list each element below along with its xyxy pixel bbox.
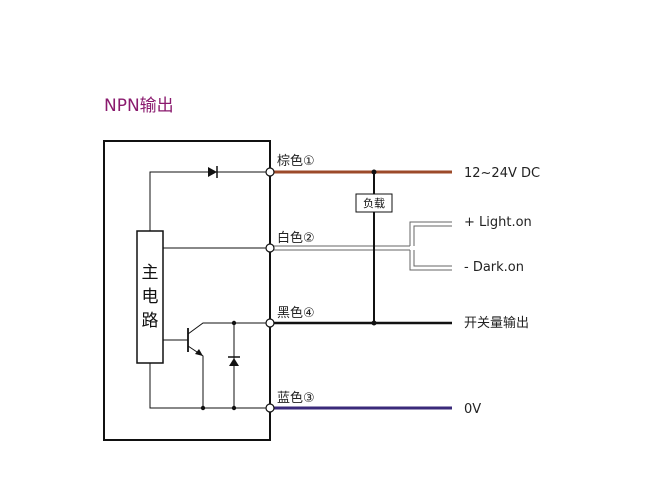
sensor-housing	[103, 140, 271, 441]
internal-blue-line	[149, 363, 270, 409]
terminal-black	[265, 318, 275, 328]
dark-on-bracket-inner	[413, 250, 452, 267]
clamp-diode-icon	[229, 358, 239, 366]
internal-brown-line	[149, 171, 270, 231]
diagram-title: NPN输出	[104, 96, 174, 116]
transistor-collector	[187, 322, 270, 335]
main-circuit-char-1: 主	[142, 263, 159, 283]
terminal-blue	[265, 403, 275, 413]
load-label: 负载	[363, 196, 385, 210]
junction-dot	[231, 405, 237, 411]
terminal-label-brown: 棕色①	[277, 153, 315, 169]
terminal-label-black: 黑色④	[277, 305, 315, 321]
label-power: 12~24V DC	[464, 166, 540, 181]
label-light-on: + Light.on	[464, 215, 532, 230]
terminal-white	[265, 243, 275, 253]
terminal-label-white: 白色②	[277, 230, 315, 246]
terminal-label-blue: 蓝色③	[277, 390, 315, 406]
load-box	[355, 193, 393, 213]
junction-dot	[231, 320, 237, 326]
main-circuit-char-2: 电	[142, 287, 159, 307]
junction-dot	[371, 320, 377, 326]
terminal-brown	[265, 167, 275, 177]
light-on-bracket-inner	[413, 225, 452, 246]
junction-dot	[200, 405, 206, 411]
label-dark-on: - Dark.on	[464, 260, 524, 275]
emitter-arrow-icon	[195, 349, 203, 356]
main-circuit-block	[136, 230, 164, 364]
reverse-diode-icon	[208, 167, 217, 177]
dark-on-bracket-outer	[409, 250, 452, 271]
junction-dot	[371, 169, 377, 175]
light-on-bracket-outer	[409, 221, 452, 246]
label-switch-output: 开关量输出	[464, 315, 529, 331]
label-zero-v: 0V	[464, 402, 481, 417]
main-circuit-char-3: 路	[142, 311, 159, 331]
